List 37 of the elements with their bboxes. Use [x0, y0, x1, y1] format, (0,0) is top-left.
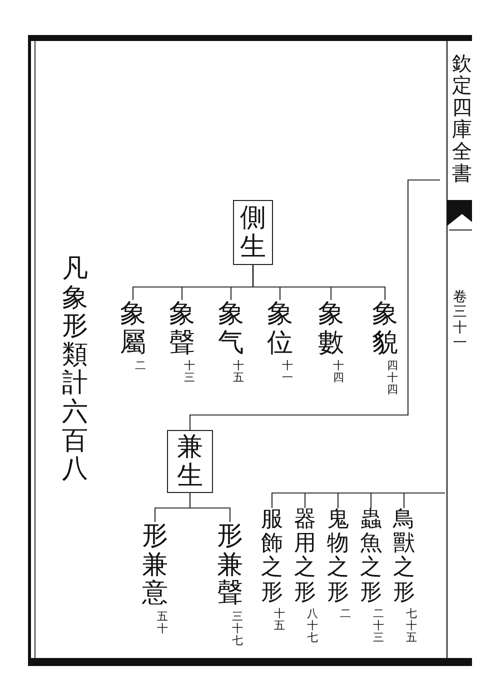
book-title: 欽定四庫全書	[452, 52, 472, 184]
category-name: 象气	[218, 300, 244, 358]
count-note: 二	[340, 608, 351, 620]
count-note: 八十七	[307, 608, 318, 644]
count-note: 四十四	[387, 360, 398, 396]
count-note: 二十三	[373, 608, 384, 644]
count-note: 十五	[274, 608, 285, 632]
category-name: 象位	[267, 300, 293, 358]
count-note: 三十七	[232, 610, 243, 648]
category-name: 服飾之形	[261, 508, 283, 605]
count-note: 二	[135, 360, 146, 372]
category-name: 兼生	[177, 432, 203, 490]
volume-number: 卷三十一	[453, 290, 467, 352]
summary-note: 凡象形類計六百八	[62, 255, 88, 484]
tree-line	[271, 492, 445, 508]
category-name: 鳥獸之形	[393, 508, 415, 605]
count-note: 十三	[184, 360, 195, 384]
category-name: 象屬	[120, 300, 146, 358]
count-note: 十四	[333, 360, 344, 384]
category-name: 鬼物之形	[327, 508, 349, 605]
category-box	[167, 430, 213, 493]
category-name: 側生	[240, 204, 266, 262]
category-box	[233, 200, 273, 265]
count-note: 五十	[157, 610, 168, 635]
count-note: 十一	[282, 360, 293, 384]
category-name: 象貌	[372, 300, 398, 358]
category-name: 器用之形	[294, 508, 316, 605]
tree-line	[154, 493, 191, 522]
count-note: 十五	[233, 360, 244, 384]
category-name: 象聲	[169, 300, 195, 358]
category-name: 形兼意	[142, 522, 168, 608]
category-name: 象數	[318, 300, 344, 358]
tree-line	[132, 265, 254, 300]
tree-line	[189, 179, 440, 430]
category-name: 形兼聲	[217, 522, 243, 608]
count-note: 七十五	[406, 608, 417, 644]
category-name: 蟲魚之形	[360, 508, 382, 605]
